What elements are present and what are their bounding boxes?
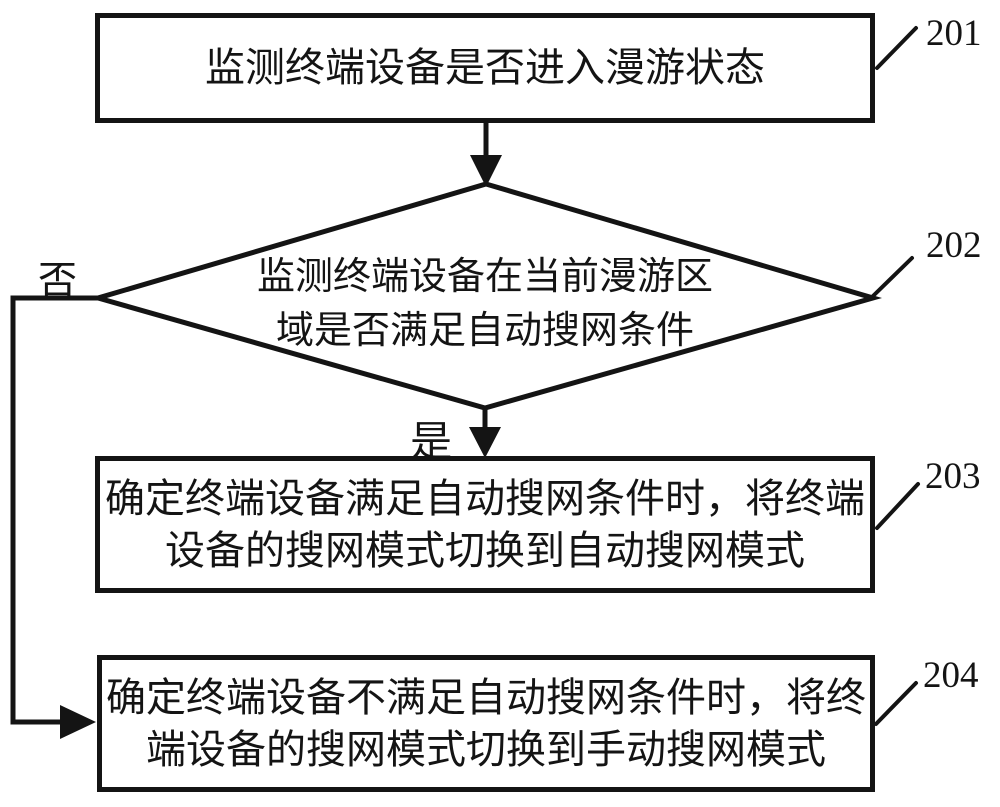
ref-slash-202 (870, 256, 914, 299)
no-branch-path (10, 295, 98, 725)
branch-label-yes: 是 (410, 417, 453, 466)
process-box-203-text-line2: 设备的搜网模式切换到自动搜网模式 (165, 527, 805, 574)
process-box-203-text-line1: 确定终端设备满足自动搜网条件时，将终端 (105, 475, 865, 522)
process-box-201-text: 监测终端设备是否进入漫游状态 (205, 45, 765, 91)
process-box-204-text-line2: 端设备的搜网模式切换到手动搜网模式 (146, 726, 826, 773)
arrow-202-to-203-head (469, 427, 501, 458)
branch-label-no: 否 (38, 259, 78, 304)
ref-slash-204 (874, 681, 918, 726)
decision-202-text: 监测终端设备在当前漫游区 域是否满足自动搜网条件 (185, 248, 785, 358)
ref-slash-203 (875, 482, 920, 530)
ref-slash-201 (875, 26, 918, 70)
ref-label-204: 204 (923, 655, 979, 696)
process-box-204-text-line1: 确定终端设备不满足自动搜网条件时，将终 (106, 674, 866, 721)
process-box-201: 监测终端设备是否进入漫游状态 (95, 13, 875, 123)
decision-202-text-line1: 监测终端设备在当前漫游区 (256, 254, 713, 298)
process-box-204: 确定终端设备不满足自动搜网条件时，将终 端设备的搜网模式切换到手动搜网模式 (97, 655, 875, 792)
decision-202-text-line2: 域是否满足自动搜网条件 (275, 308, 694, 352)
ref-label-203: 203 (925, 456, 981, 497)
no-branch-arrow-head (60, 705, 96, 739)
process-box-203: 确定终端设备满足自动搜网条件时，将终端 设备的搜网模式切换到自动搜网模式 (95, 456, 875, 593)
arrow-201-to-202-head (470, 155, 502, 187)
ref-label-201: 201 (926, 13, 982, 54)
ref-label-202: 202 (926, 225, 982, 266)
